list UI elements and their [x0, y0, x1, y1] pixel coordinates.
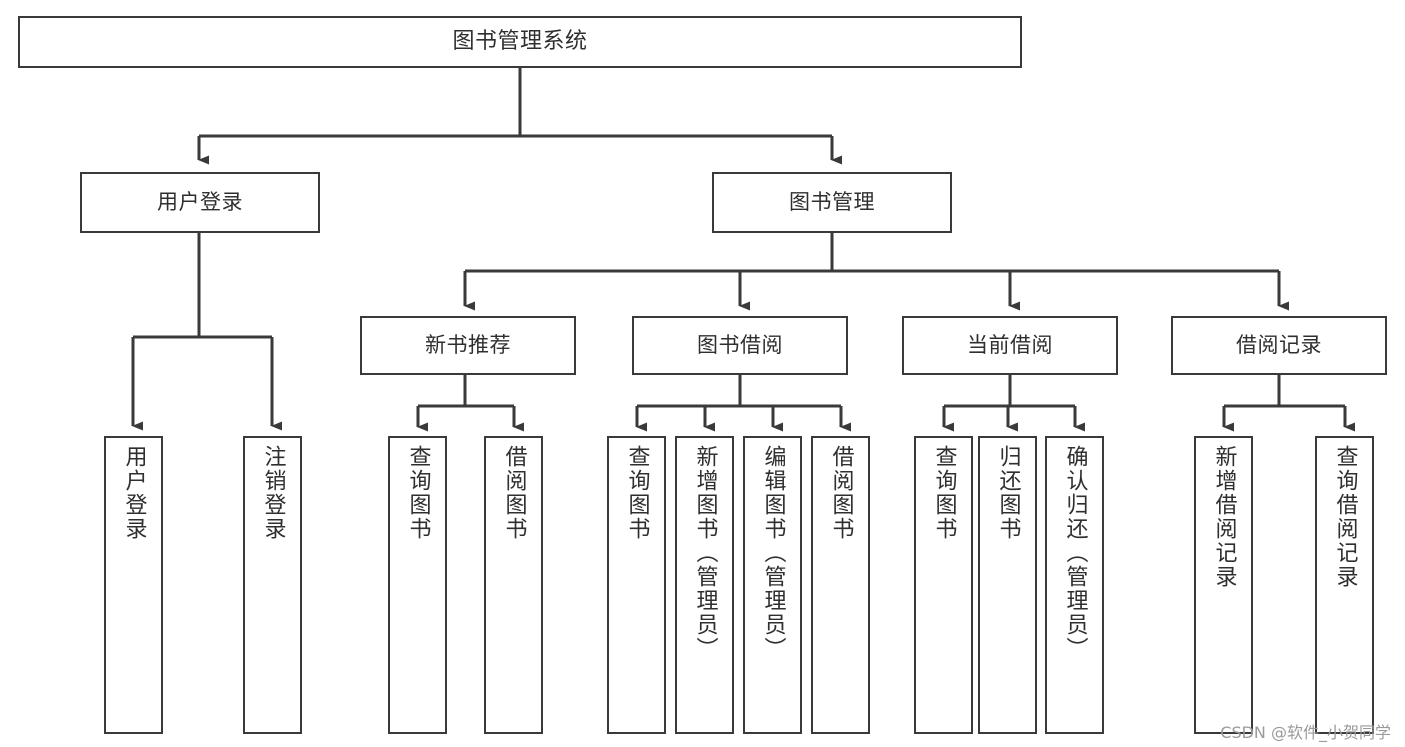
node-current-borrow[interactable]: 当前借阅: [902, 316, 1118, 375]
leaf-borrow-edit-book-admin[interactable]: 编辑图书（管理员）: [743, 436, 802, 734]
node-borrow-record[interactable]: 借阅记录: [1171, 316, 1387, 375]
node-label: 图书管理: [789, 190, 875, 215]
leaf-recommend-query-book[interactable]: 查询图书: [388, 436, 447, 734]
leaf-user-login-login[interactable]: 用户登录: [104, 436, 163, 734]
leaf-borrow-borrow-book[interactable]: 借阅图书: [811, 436, 870, 734]
node-label: 当前借阅: [967, 333, 1053, 358]
leaf-record-add-record[interactable]: 新增借阅记录: [1194, 436, 1253, 734]
node-label: 借阅图书: [828, 445, 854, 541]
node-label: 新增图书（管理员）: [692, 445, 718, 661]
node-label: 编辑图书（管理员）: [760, 445, 786, 661]
leaf-user-login-logout[interactable]: 注销登录: [243, 436, 302, 734]
node-label: 借阅记录: [1236, 333, 1322, 358]
leaf-borrow-query-book[interactable]: 查询图书: [607, 436, 666, 734]
node-new-book-recommend[interactable]: 新书推荐: [360, 316, 576, 375]
node-label: 图书管理系统: [452, 29, 588, 55]
leaf-current-return-book[interactable]: 归还图书: [978, 436, 1037, 734]
node-label: 借阅图书: [501, 445, 527, 541]
node-label: 查询借阅记录: [1332, 445, 1358, 589]
node-label: 用户登录: [157, 190, 243, 215]
node-label: 归还图书: [995, 445, 1021, 541]
leaf-borrow-add-book-admin[interactable]: 新增图书（管理员）: [675, 436, 734, 734]
leaf-record-query-record[interactable]: 查询借阅记录: [1315, 436, 1374, 734]
node-user-login[interactable]: 用户登录: [80, 172, 320, 233]
node-label: 图书借阅: [697, 333, 783, 358]
node-label: 查询图书: [931, 445, 957, 541]
node-label: 查询图书: [405, 445, 431, 541]
leaf-current-confirm-return-admin[interactable]: 确认归还（管理员）: [1045, 436, 1104, 734]
node-label: 注销登录: [260, 445, 286, 541]
node-book-borrow[interactable]: 图书借阅: [632, 316, 848, 375]
node-label: 新书推荐: [425, 333, 511, 358]
node-label: 确认归还（管理员）: [1062, 445, 1088, 661]
leaf-recommend-borrow-book[interactable]: 借阅图书: [484, 436, 543, 734]
node-root-system[interactable]: 图书管理系统: [18, 16, 1022, 68]
node-book-management[interactable]: 图书管理: [712, 172, 952, 233]
node-label: 查询图书: [624, 445, 650, 541]
node-label: 新增借阅记录: [1211, 445, 1237, 589]
leaf-current-query-book[interactable]: 查询图书: [914, 436, 973, 734]
node-label: 用户登录: [121, 445, 147, 541]
